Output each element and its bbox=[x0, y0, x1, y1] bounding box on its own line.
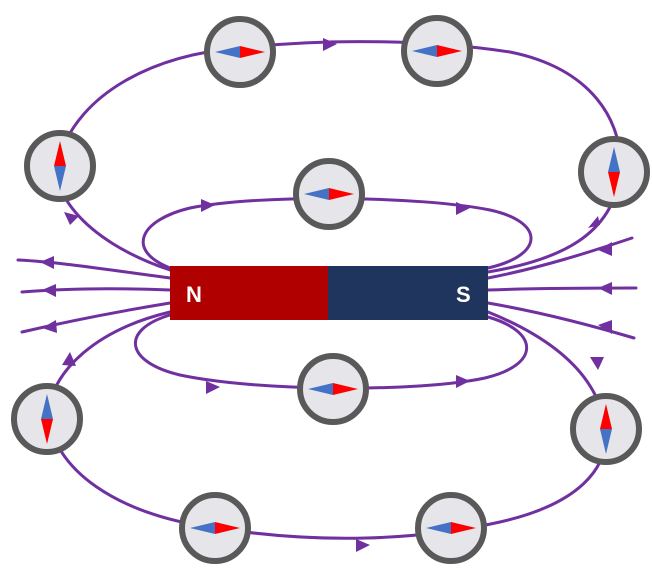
field-line-right-3 bbox=[486, 301, 636, 340]
field-line-left-1 bbox=[16, 258, 172, 280]
compass-outer-left-lower bbox=[11, 383, 83, 455]
needle-north-end bbox=[329, 188, 354, 200]
needle-north-end bbox=[240, 46, 265, 58]
compass-top-left bbox=[204, 16, 276, 88]
compass-needle-icon bbox=[608, 147, 620, 197]
field-line-left-2 bbox=[20, 287, 172, 294]
needle-south-end bbox=[190, 522, 215, 534]
compass-needle-icon bbox=[426, 522, 476, 534]
compass-needle-icon bbox=[215, 46, 265, 58]
needle-north-end bbox=[215, 522, 240, 534]
field-line-right-1 bbox=[486, 236, 634, 280]
compass-outer-right-lower bbox=[570, 393, 642, 465]
needle-south-end bbox=[308, 383, 333, 395]
compass-outer-left-upper bbox=[24, 130, 96, 202]
compass-needle-icon bbox=[190, 522, 240, 534]
needle-south-end bbox=[426, 522, 451, 534]
arrow-left-3 bbox=[42, 320, 57, 333]
magnet-north-half bbox=[170, 266, 328, 320]
needle-south-end bbox=[600, 429, 612, 454]
needle-north-end bbox=[333, 383, 358, 395]
arrow-outer-left-upper bbox=[64, 212, 79, 225]
magnet-south-half bbox=[328, 266, 488, 320]
field-arrows bbox=[40, 38, 612, 552]
compass-inner-top bbox=[293, 158, 365, 230]
compass-needle-icon bbox=[304, 188, 354, 200]
compass-needle-icon bbox=[41, 394, 53, 444]
compasses bbox=[11, 15, 650, 564]
south-pole-label: S bbox=[456, 282, 471, 307]
field-line-outer-top bbox=[55, 40, 622, 274]
needle-north-end bbox=[437, 45, 462, 57]
field-line-outer-bottom bbox=[46, 310, 608, 540]
arrow-right-2 bbox=[598, 282, 612, 295]
field-line-right-2 bbox=[486, 286, 638, 292]
needle-north-end bbox=[600, 404, 612, 429]
needle-south-end bbox=[304, 188, 329, 200]
field-line-left-3 bbox=[20, 301, 172, 334]
compass-needle-icon bbox=[600, 404, 612, 454]
compass-bottom-left bbox=[179, 492, 251, 564]
needle-north-end bbox=[608, 172, 620, 197]
compass-needle-icon bbox=[412, 45, 462, 57]
compass-bottom-right bbox=[415, 492, 487, 564]
arrow-inner-top-left bbox=[201, 199, 215, 212]
bar-magnet: N S bbox=[170, 266, 488, 320]
needle-south-end bbox=[412, 45, 437, 57]
needle-south-end bbox=[608, 147, 620, 172]
needle-north-end bbox=[41, 419, 53, 444]
arrow-outer-right-lower bbox=[590, 357, 604, 370]
arrow-right-3 bbox=[598, 320, 612, 334]
arrow-outer-top bbox=[323, 38, 337, 51]
compass-outer-right-upper bbox=[578, 136, 650, 208]
needle-north-end bbox=[451, 522, 476, 534]
arrow-inner-top-right bbox=[456, 202, 470, 215]
needle-north-end bbox=[54, 141, 66, 166]
needle-south-end bbox=[54, 166, 66, 191]
arrow-outer-right-upper bbox=[588, 216, 600, 228]
arrow-right-1 bbox=[598, 242, 612, 256]
arrow-inner-bottom-right bbox=[456, 375, 470, 388]
arrow-outer-bottom bbox=[356, 539, 370, 552]
arrow-inner-bottom-left bbox=[206, 381, 220, 394]
compass-inner-bottom bbox=[297, 353, 369, 425]
needle-south-end bbox=[215, 46, 240, 58]
compass-top-right bbox=[401, 15, 473, 87]
compass-needle-icon bbox=[308, 383, 358, 395]
compass-needle-icon bbox=[54, 141, 66, 191]
arrow-outer-left-lower bbox=[62, 352, 76, 366]
needle-south-end bbox=[41, 394, 53, 419]
arrow-left-2 bbox=[42, 284, 56, 297]
north-pole-label: N bbox=[186, 282, 202, 307]
arrow-left-1 bbox=[40, 256, 54, 269]
